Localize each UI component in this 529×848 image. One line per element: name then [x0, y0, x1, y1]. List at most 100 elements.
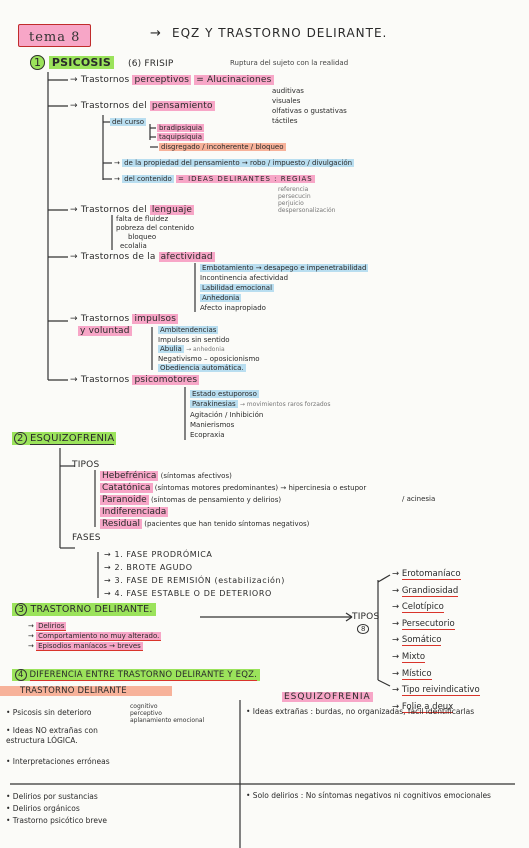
list-item: Impulsos sin sentido: [158, 335, 230, 344]
psicomotores-row: → Trastornos psicomotores: [70, 375, 200, 385]
list-item: persecucin: [278, 193, 311, 200]
type-name: Indiferenciada: [100, 507, 169, 517]
type-desc: (síntomas de pensamiento y delirios): [150, 496, 282, 504]
tipo-item: Mixto: [401, 651, 426, 663]
type-name: Catatónica: [100, 483, 153, 493]
col2-header-text: ESQUIZOFRENIA: [282, 692, 373, 702]
type-desc: (síntomas motores predominantes) → hiper…: [154, 484, 367, 492]
s2-heading-row: 2 ESQUIZOFRENIA: [12, 432, 117, 445]
contenido-label: del contenido: [122, 175, 174, 183]
tipo-item: Grandiosidad: [401, 585, 459, 597]
s1-heading-row: 1 PSICOSIS: [30, 55, 114, 70]
perceptivos-row: → Trastornos perceptivos = Alucinaciones: [70, 75, 274, 85]
s1-heading: PSICOSIS: [48, 56, 114, 69]
list-item: olfativas o gustativas: [272, 107, 347, 115]
list-item: Agitación / Inhibición: [190, 411, 264, 419]
propiedad-text: de la propiedad del pensamiento → robo /…: [122, 159, 355, 167]
s3-heading-row: 3 TRASTORNO DELIRANTE.: [12, 603, 156, 616]
list-item: Incontinencia afectividad: [200, 274, 289, 282]
disgreg-label: disgregado / incoherente / bloqueo: [159, 143, 286, 151]
s2-num: 2: [14, 432, 27, 445]
s3-tipos-list: → Erotomaníaco → Grandiosidad → Celotípi…: [392, 569, 480, 713]
list-item: Anhedonia: [200, 294, 242, 302]
tipo-item: Erotomaníaco: [401, 569, 461, 580]
s4-heading: DIFERENCIA ENTRE TRASTORNO DELIRANTE Y E…: [29, 670, 258, 681]
s2-types-list: Hebefrénica (síntomas afectivos) Catatón…: [100, 470, 366, 530]
list-item: Embotamiento → desapego e impenetrabilid…: [200, 264, 369, 272]
list-item: auditivas: [272, 87, 304, 95]
list-item: perceptivo: [130, 710, 162, 717]
type-name: Residual: [100, 519, 143, 529]
list-item: Delirios: [36, 622, 67, 631]
perceptivos-list: auditivas visuales olfativas o gustativa…: [272, 86, 347, 126]
abulia-note: → anhedonia: [186, 346, 225, 353]
delirios-list: • Delirios por sustancias • Delirios org…: [6, 791, 107, 827]
list-item: Comportamiento no muy alterado.: [36, 632, 162, 641]
s3-num: 3: [15, 603, 28, 616]
impulsos-label: Trastornos: [80, 314, 130, 324]
s3-tipos-label: TIPOS: [352, 612, 380, 622]
list-item: Abulia: [158, 345, 184, 353]
ideas-no-row: • Ideas NO extrañas con estructura LÓGIC…: [6, 726, 98, 745]
tipo-item: Persecutorio: [401, 618, 455, 630]
s2-tipos: TIPOS: [72, 460, 100, 470]
interp-row: • Interpretaciones erróneas: [6, 757, 110, 766]
col2-header: ESQUIZOFRENIA: [282, 692, 373, 702]
psicomotores-list: Estado estuporoso Parakinesias → movimie…: [190, 389, 330, 440]
afectividad-list: Embotamiento → desapego e impenetrabilid…: [200, 263, 369, 313]
ideas-extr-row: • Ideas extrañas : burdas, no organizada…: [246, 707, 475, 716]
list-item: referencia: [278, 186, 309, 193]
psicomotores-hl: psicomotores: [132, 375, 200, 385]
afectividad-label: Trastornos de la: [80, 252, 156, 262]
list-item: Episodios maníacos → breves: [36, 642, 143, 651]
ideas-label: = IDEAS DELIRANTES : REGIAS: [175, 175, 315, 183]
s1-num: 1: [30, 55, 46, 70]
list-item: pobreza del contenido: [116, 224, 195, 232]
tipo-item: Somático: [401, 635, 442, 647]
fase-item: 2. BROTE AGUDO: [114, 563, 193, 572]
s4-heading-row: 4 DIFERENCIA ENTRE TRASTORNO DELIRANTE Y…: [12, 669, 261, 681]
type-name: Paranoide: [100, 495, 149, 505]
bradi-label: bradipsiquia: [157, 124, 205, 132]
fase-item: 3. FASE DE REMISIÓN (estabilización): [114, 576, 285, 585]
type-name: Hebefrénica: [100, 471, 159, 481]
taqui-label: taquipsiquia: [157, 133, 205, 141]
curso-label: del curso: [110, 118, 147, 126]
impulsos-hl1: impulsos: [132, 314, 179, 324]
list-item: • Trastorno psicótico breve: [6, 816, 108, 825]
list-item: despersonalización: [278, 207, 336, 214]
tipo-item: Místico: [401, 668, 432, 680]
list-item: Parakinesias: [190, 400, 238, 408]
s2-fases: FASES: [72, 533, 101, 543]
psicosis-row: • Psicosis sin deterioro: [6, 708, 92, 717]
solo-row: • Solo delirios : No síntomas negativos …: [246, 791, 491, 800]
page-title: EQZ Y TRASTORNO DELIRANTE.: [172, 26, 388, 40]
list-item: cognitivo: [130, 703, 158, 710]
afectividad-row: → Trastornos de la afectividad: [70, 252, 215, 262]
fase-item: 1. FASE PRODRÓMICA: [114, 550, 213, 559]
tema-badge: tema 8: [18, 24, 92, 47]
psicomotores-label: Trastornos: [80, 375, 130, 385]
lenguaje-list: falta de fluidez pobreza del contenido b…: [116, 215, 194, 251]
s1-sub: (6) FRISIP: [128, 59, 174, 69]
list-item: • Delirios orgánicos: [6, 804, 80, 813]
s4-num: 4: [15, 669, 27, 681]
pensamiento-hl: pensamiento: [149, 101, 215, 111]
tipo-item: Folie a deux: [401, 701, 454, 713]
list-item: Negativismo – oposicionismo: [158, 354, 260, 363]
s3-tipos-num: 8: [357, 624, 370, 634]
list-item: Estado estuporoso: [190, 390, 259, 398]
list-item: Labilidad emocional: [200, 284, 275, 292]
type-desc: (pacientes que han tenido síntomas negat…: [144, 520, 310, 528]
list-item: perjuicio: [278, 200, 304, 207]
ideas-list: referencia persecucin perjuicio desperso…: [278, 186, 335, 214]
list-item: ecolalia: [120, 242, 147, 250]
s1-note: Ruptura del sujeto con la realidad: [230, 59, 349, 67]
pensamiento-row: → Trastornos del pensamiento: [70, 101, 215, 111]
list-item: aplanamiento emocional: [130, 717, 205, 724]
psicosis-list: cognitivo perceptivo aplanamiento emocio…: [130, 703, 204, 724]
afectividad-hl: afectividad: [158, 252, 215, 262]
list-item: falta de fluidez: [116, 215, 169, 223]
s3-heading: TRASTORNO DELIRANTE.: [30, 604, 153, 615]
